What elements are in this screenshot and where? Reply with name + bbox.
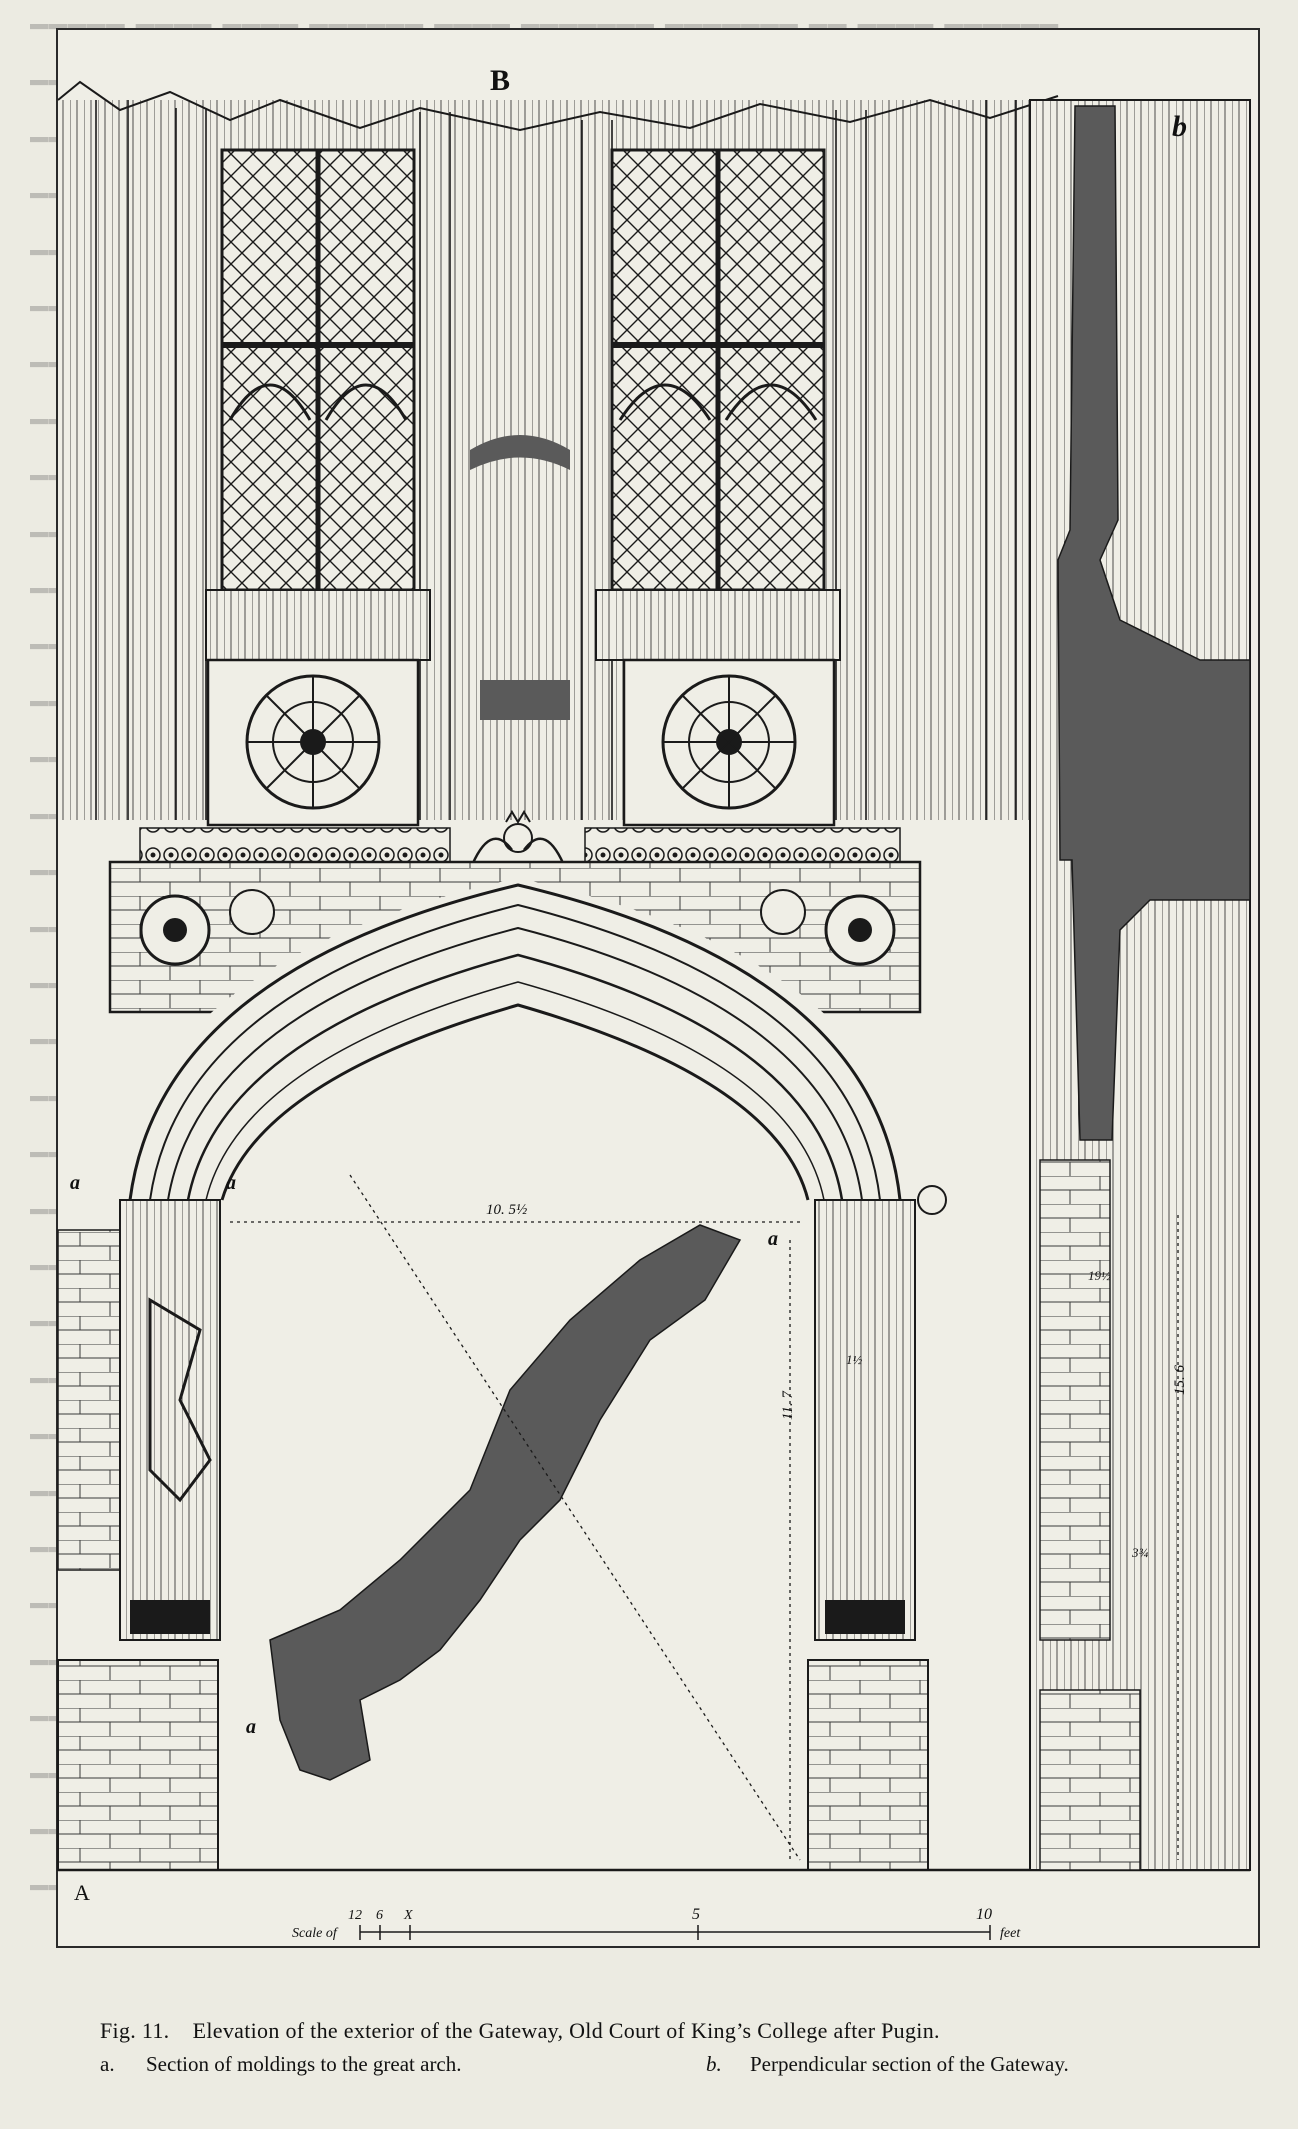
dimension-d3: 3¾ — [1132, 1545, 1149, 1560]
scale-tick-5: 5 — [692, 1906, 700, 1923]
scale-tick-6: 6 — [376, 1908, 383, 1923]
great-arch — [110, 878, 920, 1870]
dimension-d1: 1½ — [846, 1352, 863, 1367]
rose-panel-right — [622, 658, 836, 827]
left-jamb — [57, 1199, 221, 1641]
rose-panel-left — [206, 658, 420, 827]
side-elevation — [1029, 99, 1251, 1871]
caption-title: Elevation of the exterior of the Gateway… — [192, 2018, 940, 2043]
foliage-cornice — [139, 810, 901, 871]
oriel-window-right — [595, 148, 841, 661]
note-b-text: Perpendicular section of the Gateway. — [750, 2052, 1069, 2076]
angel-figure — [468, 810, 568, 871]
scale-unit: feet — [1000, 1926, 1021, 1941]
note-a-text: Section of moldings to the great arch. — [146, 2052, 462, 2076]
artist-monogram: A — [74, 1880, 90, 1905]
molding-section-a — [269, 1224, 742, 1781]
scale-tick-x: X — [404, 1908, 413, 1923]
right-jamb — [814, 1185, 947, 1641]
caption-notes-line: a. Section of moldings to the great arch… — [100, 2052, 1220, 2082]
scale-prefix: Scale of — [292, 1926, 337, 1941]
oriel-window-left — [205, 148, 431, 661]
label-a-right: a — [768, 1228, 778, 1250]
lower-plinth — [57, 1659, 1250, 1872]
dimension-span: 10. 5½ — [486, 1202, 528, 1218]
perpendicular-section-b — [1057, 105, 1251, 1141]
label-a-left: a — [70, 1172, 80, 1194]
label-a-section: a — [246, 1716, 256, 1738]
scale-bar — [359, 1925, 991, 1940]
dimension-lines — [230, 1174, 1179, 1861]
figure-caption: Fig. 11. Elevation of the exterior of th… — [100, 2018, 1220, 2082]
label-B: B — [490, 64, 511, 97]
note-a-key: a. — [100, 2052, 115, 2076]
label-b-section: b — [1172, 110, 1187, 143]
caption-title-line: Fig. 11. Elevation of the exterior of th… — [100, 2018, 1220, 2044]
scale-tick-10: 10 — [976, 1906, 992, 1923]
figure-label: Fig. 11. — [100, 2018, 170, 2043]
note-b-key: b. — [706, 2052, 722, 2076]
label-a-arch: a — [226, 1172, 236, 1194]
dimension-d2: 19½ — [1088, 1268, 1111, 1283]
scale-tick-12: 12 — [348, 1908, 362, 1923]
dimension-height: 11. 7 — [780, 1391, 796, 1420]
dimension-total-height: 15. 6 — [1172, 1365, 1188, 1395]
pier-section-upper — [470, 435, 570, 720]
